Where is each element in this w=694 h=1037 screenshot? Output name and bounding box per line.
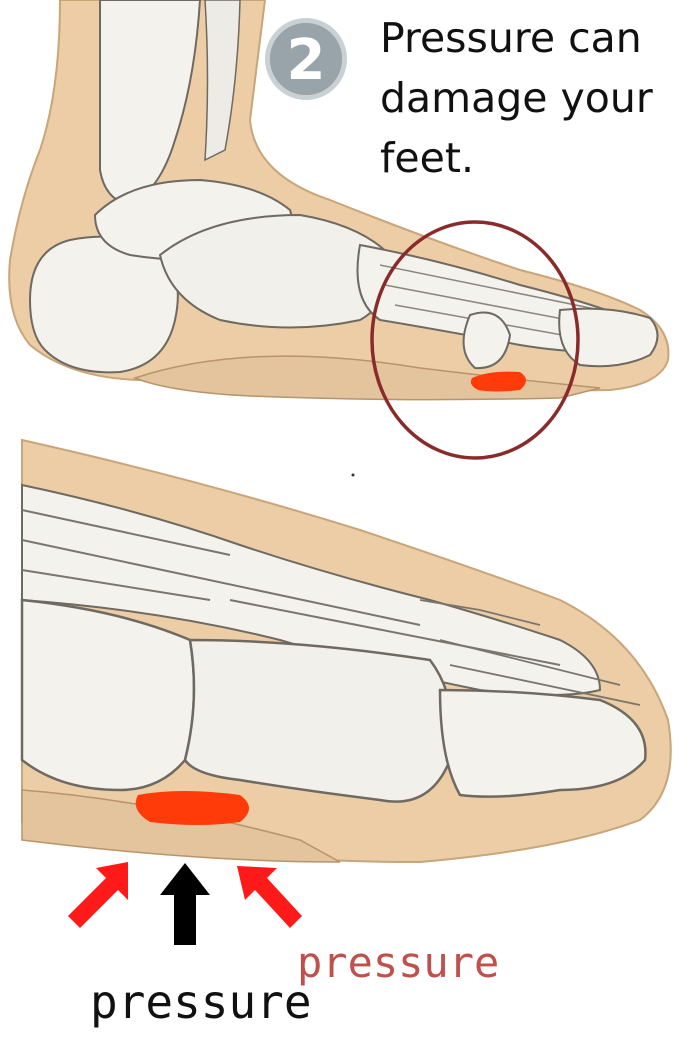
arrow-up-left-red-icon — [237, 866, 302, 928]
toe-tip-zoom — [440, 690, 645, 797]
caption-line-1: Pressure can — [380, 8, 680, 68]
step-badge: 2 — [265, 18, 347, 100]
caption-line-2: damage your — [380, 68, 680, 128]
forefoot-zoom-view — [22, 440, 671, 862]
pressure-label-red: pressure — [297, 938, 499, 987]
caption-line-3: feet. — [380, 128, 680, 188]
callus-zoom — [136, 791, 249, 825]
step-number: 2 — [270, 25, 342, 97]
arrow-up-right-red-icon — [68, 862, 128, 928]
phalanx-zoom — [185, 640, 453, 802]
pressure-label-black: pressure — [90, 975, 312, 1029]
arrow-up-black-icon — [160, 863, 210, 945]
caption: Pressure can damage your feet. — [380, 8, 680, 188]
toe-bones — [559, 309, 657, 367]
